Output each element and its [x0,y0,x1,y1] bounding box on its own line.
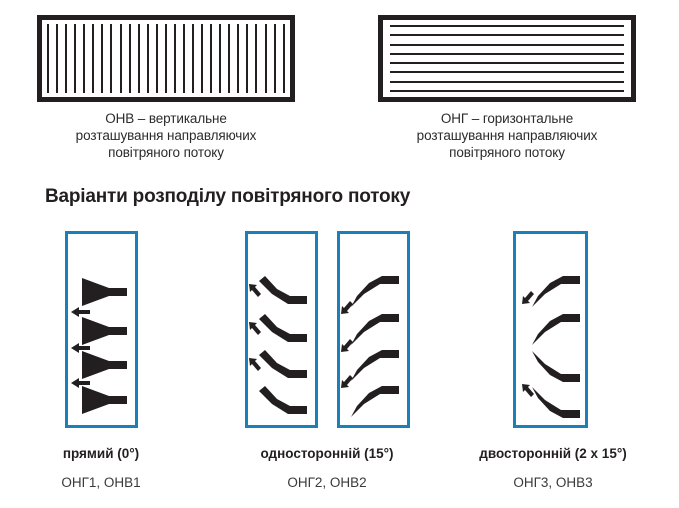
flow-arrow-down-left [522,384,534,397]
section-heading: Варіанти розподілу повітряного потоку [45,186,411,207]
grille-onv-caption: ОНВ – вертикальне розташування направляю… [27,110,305,161]
grille-bar [273,24,276,93]
grille-bar [173,24,176,93]
grille-bar [192,24,194,93]
flow-arrow-up-left [249,284,261,297]
flow-arrow-up-left [522,291,534,304]
grille-bar [83,24,86,93]
blade-angled-down [532,276,580,307]
flow-arrow-up-left [249,322,261,335]
variant-panel-straight [65,231,138,428]
grille-bar [255,24,258,93]
variant-title-straight: прямий (0°) [62,446,140,461]
blade-straight [82,351,127,379]
blades-angled-down [341,276,399,417]
grille-bar [246,24,249,93]
grille-bar [228,24,231,93]
blade-angled-up [259,350,307,378]
grille-bar [390,62,624,65]
blade-angled-down [532,314,580,345]
blade-angled-down [351,350,399,381]
grille-bar [390,34,624,37]
flow-arrow-up-left [249,358,261,371]
grille-bar [182,24,185,93]
caption-line: повітряного потоку [449,145,565,160]
grille-ong-horizontal [378,15,636,102]
variant-models-two-sided: ОНГ3, ОНВ3 [513,475,593,490]
blade-angled-up [532,387,580,418]
blade-angled-up [259,386,307,414]
grille-bar [390,52,624,55]
flow-arrow-down-left [341,375,353,388]
grille-bar [390,25,624,27]
variant-title-one-sided: односторонній (15°) [260,446,394,461]
grille-bar [137,24,140,93]
grille-bar [390,80,624,83]
caption-line: ОНГ – горизонтальне [440,111,574,126]
blade-straight [82,278,127,306]
grille-bar [201,24,204,93]
grille-bar [390,43,624,46]
caption-line: повітряного потоку [108,145,224,160]
blade-straight [82,386,127,414]
flow-arrow-left [71,307,90,317]
grille-bar [210,24,213,93]
caption-line: розташування направляючих [416,128,598,143]
grille-bar [47,24,49,93]
grille-bar [146,24,149,93]
grille-onv-bars [47,24,285,93]
blade-straight [82,317,127,345]
blade-angled-up [259,276,307,304]
grille-bar [101,24,104,93]
variant-title-two-sided: двосторонній (2 x 15°) [479,446,627,461]
grille-bar [74,24,77,93]
grille-ong-bars [390,25,624,92]
blade-angled-up [259,314,307,342]
variant-panel-one-sided-a [245,231,318,428]
variant-panel-two-sided [513,231,588,428]
blade-angled-down [351,386,399,417]
variant-models-straight: ОНГ1, ОНВ1 [61,475,141,490]
blade-angled-up [532,351,580,382]
grille-bar [56,24,59,93]
grille-onv-vertical [37,15,295,102]
grille-bar [264,24,267,93]
flow-arrow-down-left [341,339,353,352]
grille-bar [390,89,624,92]
variant-models-one-sided: ОНГ2, ОНВ2 [287,475,367,490]
caption-line: ОНВ – вертикальне [105,111,227,126]
grille-bar [155,24,158,93]
blades-angled-up [249,276,307,414]
blade-angled-down [351,314,399,345]
caption-line: розташування направляючих [75,128,257,143]
grille-bar [119,24,122,93]
grille-bar [219,24,222,93]
flow-arrow-down-left [341,301,353,314]
grille-bar [390,71,624,74]
flow-arrow-left [71,378,90,388]
grille-bar [282,24,285,93]
grille-bar [110,24,113,93]
grille-bar [128,24,131,93]
grille-bar [237,24,240,93]
blades-straight [71,278,127,414]
flow-arrow-left [71,343,90,353]
variant-panel-one-sided-b [337,231,410,428]
grille-bar [65,24,68,93]
blade-angled-down [351,276,399,307]
blades-two-sided [522,276,580,418]
grille-bar [92,24,95,93]
grille-bar [164,24,167,93]
grille-ong-caption: ОНГ – горизонтальне розташування направл… [368,110,646,161]
